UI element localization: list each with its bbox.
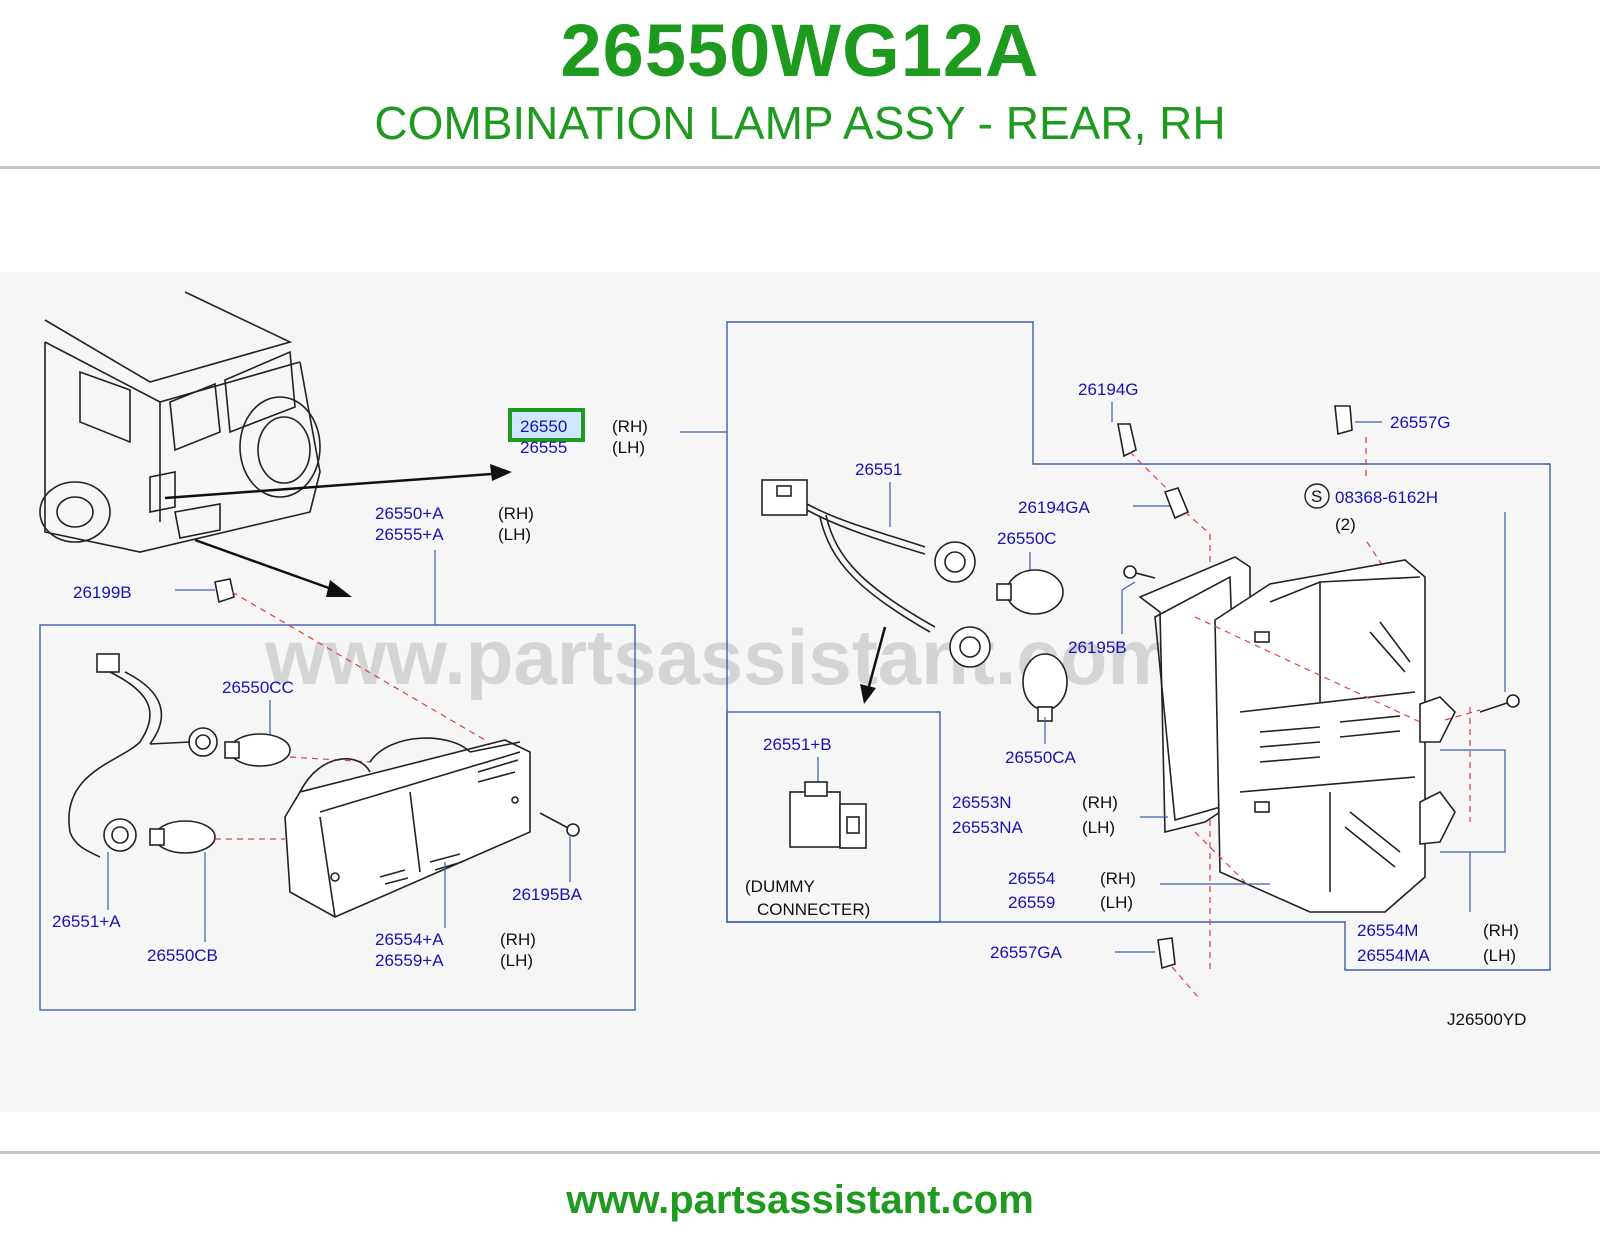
label-26195ba[interactable]: 26195BA <box>512 885 583 904</box>
label-lh: (LH) <box>498 525 531 544</box>
leader-bracket <box>1440 749 1506 853</box>
label-26194g[interactable]: 26194G <box>1078 380 1139 399</box>
page-header: 26550WG12A COMBINATION LAMP ASSY - REAR,… <box>0 0 1600 168</box>
label-26550[interactable]: 26550 <box>520 417 567 436</box>
pointer-arrowhead <box>860 684 876 704</box>
label-26559[interactable]: 26559 <box>1008 893 1055 912</box>
leader-line <box>1121 581 1136 591</box>
label-lh: (LH) <box>500 951 533 970</box>
label-lh-top: (LH) <box>612 438 645 457</box>
label-qty-2: (2) <box>1335 515 1356 534</box>
footer-website-link[interactable]: www.partsassistant.com <box>566 1178 1034 1222</box>
label-dummy-line1: (DUMMY <box>745 877 815 896</box>
label-26551[interactable]: 26551 <box>855 460 902 479</box>
screw-26195ba <box>539 812 580 837</box>
dummy-connector-box <box>726 711 941 923</box>
screw-head <box>1123 565 1137 579</box>
rear-lamp-body <box>1214 559 1426 913</box>
label-lh: (LH) <box>1082 818 1115 837</box>
label-rh: (RH) <box>498 504 534 523</box>
label-26554-a[interactable]: 26554+A <box>375 930 444 949</box>
clip-part <box>214 578 235 604</box>
vehicle-illustration <box>39 291 321 553</box>
label-26550ca[interactable]: 26550CA <box>1005 748 1077 767</box>
pointer-arrow <box>866 626 887 691</box>
bolt-08368 <box>1479 701 1511 713</box>
dummy-connector-part <box>789 781 867 849</box>
label-26551-a[interactable]: 26551+A <box>52 912 121 931</box>
lamp-bracket-upper <box>1419 696 1456 743</box>
lamp-body-left <box>284 737 531 918</box>
label-s-mark: S <box>1311 487 1322 506</box>
bulb-left-lower <box>149 820 216 854</box>
label-26554m[interactable]: 26554M <box>1357 921 1418 940</box>
assembly-dashline <box>1171 966 1199 998</box>
clip-26194ga <box>1163 487 1190 520</box>
selected-part-highlight[interactable] <box>508 408 585 442</box>
assembly-dashline <box>1184 511 1211 535</box>
label-rh: (RH) <box>1082 793 1118 812</box>
bulb-right-upper <box>996 569 1064 615</box>
label-rh-top: (RH) <box>612 417 648 436</box>
label-26551-b[interactable]: 26551+B <box>763 735 832 754</box>
label-rh: (RH) <box>1483 921 1519 940</box>
label-26550-a[interactable]: 26550+A <box>375 504 444 523</box>
part-name-subtitle: COMBINATION LAMP ASSY - REAR, RH <box>374 97 1226 149</box>
parts-diagram-panel: www.partsassistant.com 26550 26555 (RH) … <box>0 272 1600 1112</box>
footer-divider <box>0 1151 1600 1154</box>
label-26557g[interactable]: 26557G <box>1390 413 1451 432</box>
bolt-head <box>1506 694 1520 708</box>
label-26555[interactable]: 26555 <box>520 438 567 457</box>
label-lh: (LH) <box>1100 893 1133 912</box>
label-lh: (LH) <box>1483 946 1516 965</box>
pointer-arrows <box>164 464 512 597</box>
grommet-26557g <box>1334 405 1353 436</box>
label-26199b[interactable]: 26199B <box>73 583 132 602</box>
label-08368-6162h[interactable]: 08368-6162H <box>1335 488 1438 507</box>
s-mark-circle <box>1304 483 1330 509</box>
label-26553n[interactable]: 26553N <box>952 793 1012 812</box>
label-26559-a[interactable]: 26559+A <box>375 951 444 970</box>
label-26194ga[interactable]: 26194GA <box>1018 498 1090 517</box>
wire-harness-left <box>68 653 218 858</box>
grommet-26194g <box>1117 423 1137 458</box>
label-rh: (RH) <box>500 930 536 949</box>
assembly-dashline <box>1194 616 1421 723</box>
bulb-right-lower <box>1022 653 1068 722</box>
wire-harness-right <box>761 479 991 668</box>
label-dummy-line2: CONNECTER) <box>757 900 870 919</box>
label-26195b[interactable]: 26195B <box>1068 638 1127 657</box>
label-26555-a[interactable]: 26555+A <box>375 525 444 544</box>
bulb-left-upper <box>224 733 291 767</box>
header-divider <box>0 166 1600 169</box>
part-number-title: 26550WG12A <box>560 9 1040 92</box>
label-26554[interactable]: 26554 <box>1008 869 1055 888</box>
parts-diagram: www.partsassistant.com 26550 26555 (RH) … <box>39 291 1551 1029</box>
label-26554ma[interactable]: 26554MA <box>1357 946 1430 965</box>
assembly-dashline <box>1194 831 1246 883</box>
assembly-dashline <box>231 591 486 741</box>
label-26553na[interactable]: 26553NA <box>952 818 1024 837</box>
grommet-26557ga <box>1157 937 1176 970</box>
label-26550c[interactable]: 26550C <box>997 529 1057 548</box>
left-assembly-box <box>39 624 636 1011</box>
label-26550cb[interactable]: 26550CB <box>147 946 218 965</box>
label-26550cc[interactable]: 26550CC <box>222 678 294 697</box>
label-rh: (RH) <box>1100 869 1136 888</box>
lamp-bracket-lower <box>1419 790 1456 845</box>
label-26557ga[interactable]: 26557GA <box>990 943 1062 962</box>
reference-code: J26500YD <box>1447 1010 1526 1029</box>
